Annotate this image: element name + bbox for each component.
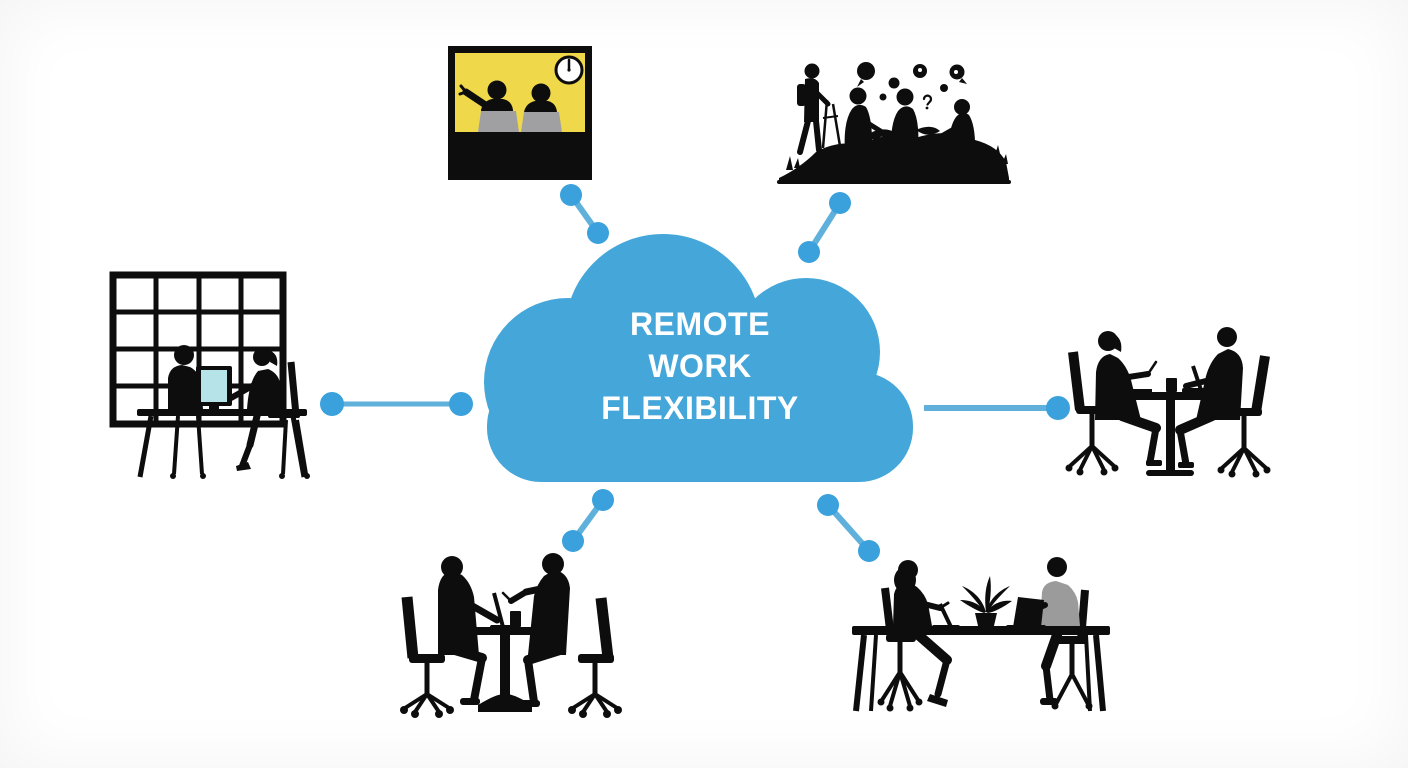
desk-icon xyxy=(137,409,307,478)
office-chair-icon xyxy=(400,596,454,718)
office-chair-icon xyxy=(568,597,622,718)
office-chair-icon xyxy=(1065,351,1119,476)
connectors xyxy=(320,184,1070,562)
hiker-icon xyxy=(797,63,842,155)
speech-bubbles-icon xyxy=(857,62,967,101)
cup-icon xyxy=(1166,378,1177,392)
laptop-icon xyxy=(1006,597,1046,630)
pedestal-table-icon xyxy=(452,627,560,712)
cloud-shape xyxy=(484,234,913,482)
seated-man-gray-shirt-icon xyxy=(1019,557,1080,705)
cloud-title-line: FLEXIBILITY xyxy=(601,390,799,426)
node-video-call-frame xyxy=(448,46,592,180)
node-face-to-face-table xyxy=(1065,327,1271,478)
laptop-icon xyxy=(1182,365,1208,393)
node-coworking-desk xyxy=(852,557,1110,712)
cloud-title-line: WORK xyxy=(648,348,752,384)
cloud-title: REMOTE WORK FLEXIBILITY xyxy=(540,303,860,429)
seated-person-icon xyxy=(844,87,896,152)
laptop-icon xyxy=(478,111,519,132)
potted-plant-icon xyxy=(960,576,1012,630)
papers-icon xyxy=(1130,389,1152,392)
cup-icon xyxy=(510,611,521,627)
seated-woman-icon xyxy=(893,560,952,707)
seated-woman-icon xyxy=(228,348,282,471)
monitor-icon xyxy=(196,366,232,410)
cloud-title-line: REMOTE xyxy=(630,306,770,342)
question-mark-icon xyxy=(920,94,934,110)
office-chair-icon xyxy=(268,361,310,479)
office-chair-icon xyxy=(877,587,923,712)
grass-mound xyxy=(777,132,1011,184)
long-desk-icon xyxy=(852,626,1110,712)
connector-dots xyxy=(320,184,1070,562)
node-cafe-table xyxy=(400,553,622,718)
node-office-window xyxy=(109,271,310,479)
pedestal-table-icon xyxy=(1110,392,1230,476)
node-outdoor-team xyxy=(777,62,1011,184)
laptop-icon xyxy=(521,112,562,132)
seated-woman-icon xyxy=(1095,331,1162,466)
wall-clock-icon xyxy=(554,55,584,85)
office-chair-icon xyxy=(1217,355,1271,478)
